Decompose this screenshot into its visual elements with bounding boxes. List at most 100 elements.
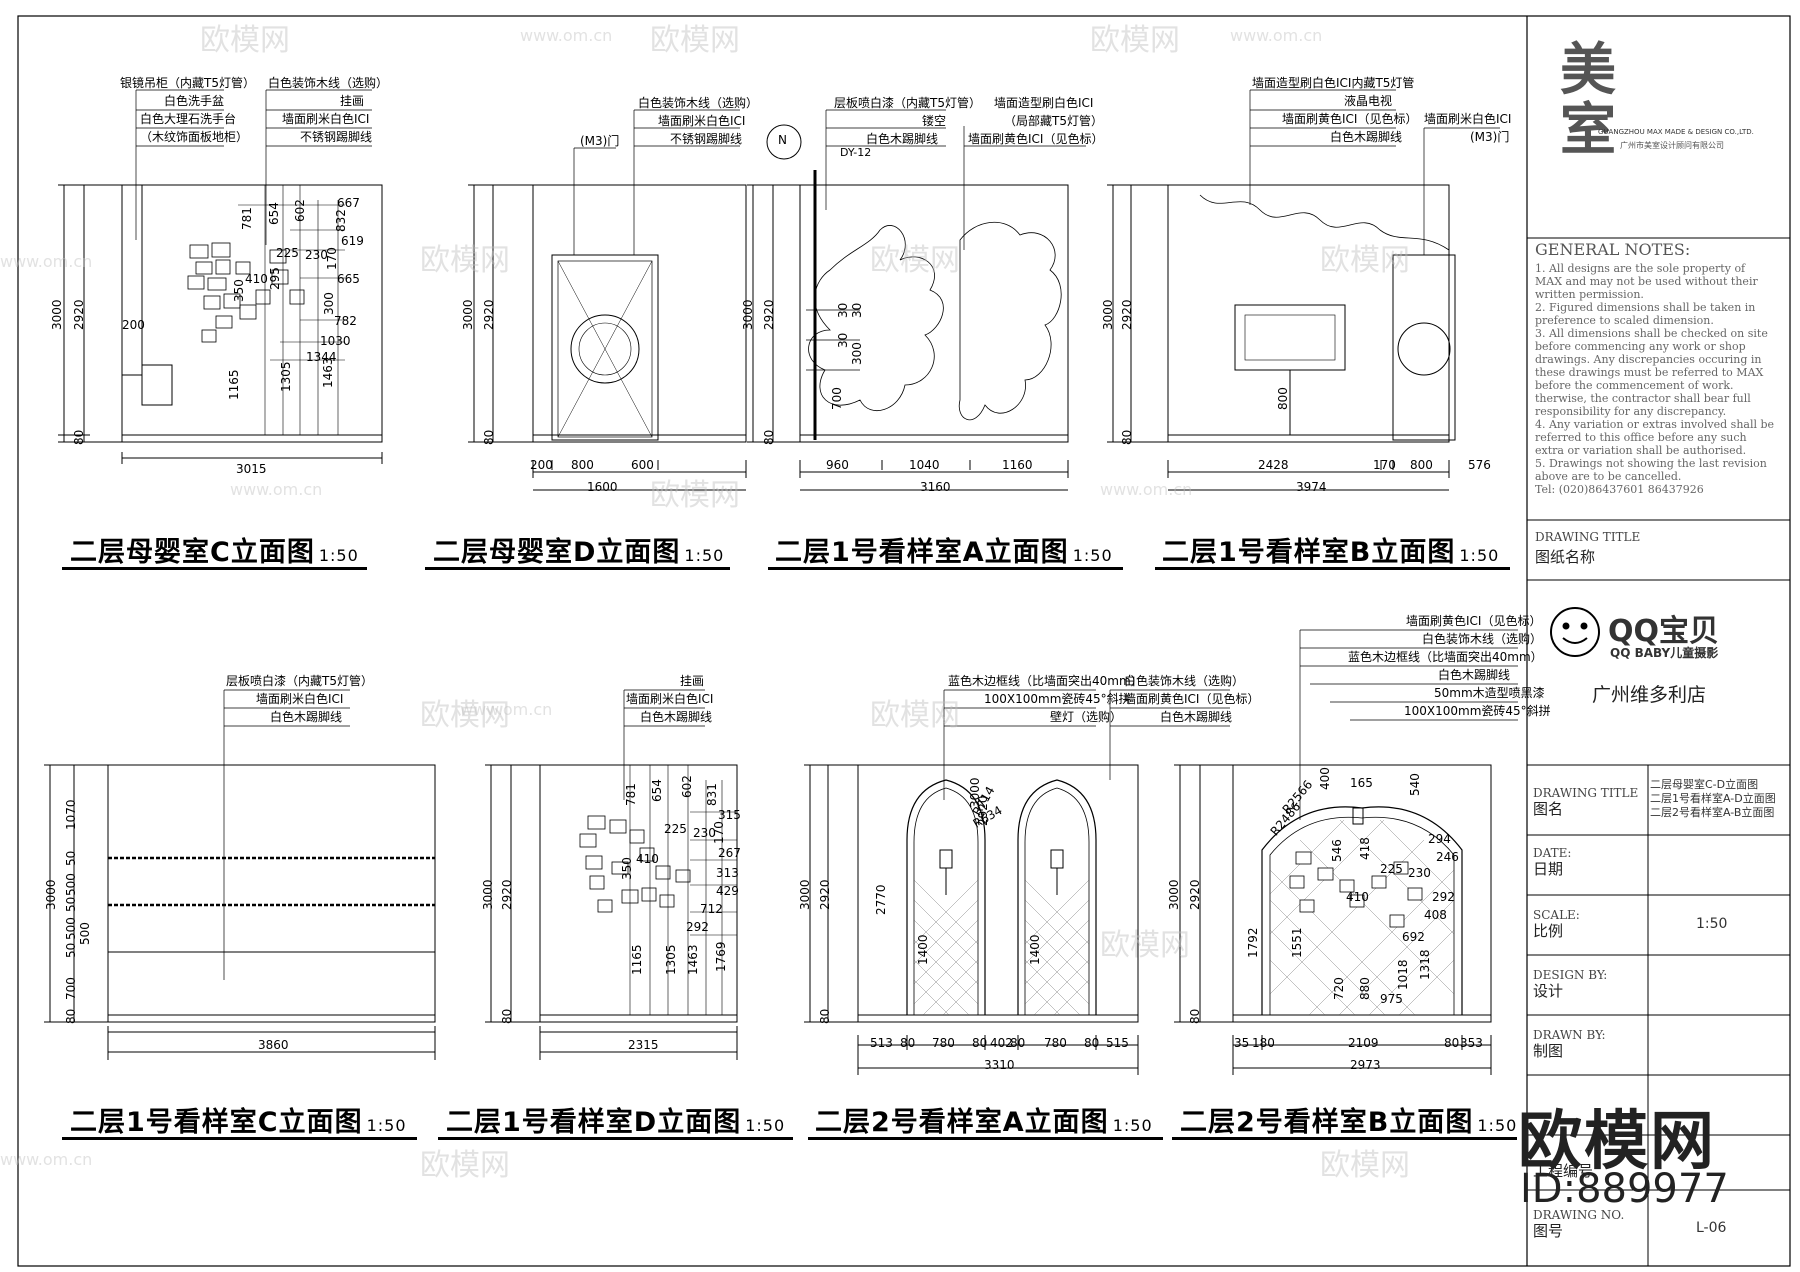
dimension: 540: [1408, 773, 1422, 796]
dimension: 619: [341, 234, 364, 248]
dimension: 30: [850, 302, 864, 318]
dimension: 2920: [818, 879, 832, 910]
dimension: 1600: [587, 480, 618, 494]
dimension: 295: [268, 267, 282, 290]
annotation: 壁灯（选购）: [1050, 710, 1123, 724]
note: 5. Drawings not showing the last revisio…: [1535, 457, 1767, 483]
dimension: 1305: [279, 361, 293, 392]
dimension: 200: [530, 458, 553, 472]
dimension: 1018: [1396, 959, 1410, 990]
dimension: 80: [1188, 1008, 1202, 1024]
watermark-url: www.om.cn: [230, 480, 323, 499]
annotation: 白色木踢脚线: [1160, 710, 1233, 724]
dimension: 782: [334, 314, 357, 328]
watermark: 欧模网: [650, 478, 740, 513]
dimension: 700: [64, 977, 78, 1000]
dimension: 654: [650, 779, 664, 802]
title-underline: [1155, 567, 1510, 570]
dimension: 300: [322, 292, 336, 315]
title-underline: [62, 567, 367, 570]
row-label: DESIGN BY:: [1533, 968, 1608, 982]
annotation: 白色装饰木线（选购）: [1124, 674, 1245, 688]
dimension: 1070: [64, 799, 78, 830]
dimension: 3000: [741, 299, 755, 330]
dimension: 2973: [1350, 1058, 1381, 1072]
dimension: 400: [1318, 767, 1332, 790]
dimension: 80: [972, 1036, 988, 1050]
dimension: 1400: [916, 934, 930, 965]
dimension: 500: [64, 917, 78, 940]
watermark-brand-large: 欧模网: [1518, 1105, 1716, 1179]
dimension: 513: [870, 1036, 893, 1050]
row-label-cn: 比例: [1533, 922, 1564, 940]
dimension: 292: [1432, 890, 1455, 904]
dimension: 3000: [1101, 299, 1115, 330]
annotation: 墙面刷黄色ICI（见色标）: [1282, 112, 1418, 126]
dimension: 267: [718, 846, 741, 860]
client-logo: QQ宝贝: [1608, 614, 1720, 649]
dimension: 1160: [1002, 458, 1033, 472]
row-label: DRAWING NO.: [1533, 1208, 1625, 1222]
annotation: 白色木踢脚线: [270, 710, 343, 724]
dimension: 80: [64, 1008, 78, 1024]
dimension: 1165: [630, 944, 644, 975]
row-label: SCALE:: [1533, 908, 1580, 922]
drawing-name-line: 二层2号看样室A-B立面图: [1650, 806, 1775, 819]
row-label-cn: 制图: [1533, 1042, 1564, 1060]
dimension: 500: [78, 922, 92, 945]
annotation: DY-12: [840, 146, 872, 159]
drawing-name-line: 二层1号看样室A-D立面图: [1650, 792, 1776, 805]
dimension: 402: [990, 1036, 1013, 1050]
annotation: 墙面刷米白色ICI: [282, 112, 370, 126]
dimension: 3000: [461, 299, 475, 330]
dimension: 80: [72, 429, 86, 445]
dimension: 230: [305, 248, 328, 262]
drawing-name-value: 二层母婴室C-D立面图 二层1号看样室A-D立面图 二层2号看样室A-B立面图: [1650, 778, 1776, 820]
watermark: 欧模网: [420, 1148, 510, 1183]
dimension: 300: [850, 342, 864, 365]
watermark-url: www.om.cn: [520, 26, 613, 45]
dimension: 3000: [798, 879, 812, 910]
dimension: 50: [64, 850, 78, 866]
row-label-cn: 图号: [1533, 1222, 1564, 1240]
annotation: N: [778, 133, 787, 147]
annotation: 挂画: [340, 94, 365, 108]
annotation: 不锈钢踢脚线: [300, 130, 373, 144]
dimension: 602: [293, 199, 307, 222]
note: 2. Figured dimensions shall be taken in …: [1535, 301, 1756, 327]
dimension: 832: [334, 209, 348, 232]
annotation: 白色木踢脚线: [1438, 668, 1511, 682]
watermark: 欧模网: [200, 23, 290, 58]
dimension: 2920: [72, 299, 86, 330]
dimension: 80: [1120, 429, 1134, 445]
dimension: 3000: [44, 879, 58, 910]
title-underline: [1172, 1137, 1517, 1140]
client-logo-sub: QQ BABY儿童摄影: [1610, 646, 1719, 660]
dimension: 2770: [874, 884, 888, 915]
annotation: 50mm木造型喷黑漆: [1434, 686, 1545, 700]
dimension: 313: [716, 866, 739, 880]
watermark-url: www.om.cn: [0, 1150, 93, 1169]
annotation: 墙面造型刷白色ICI: [994, 96, 1094, 110]
dimension: 410: [1346, 890, 1369, 904]
dimension: 80: [500, 1008, 514, 1024]
general-notes: 1. All designs are the sole property of …: [1535, 262, 1775, 496]
watermark: 欧模网: [420, 243, 510, 278]
watermark: 欧模网: [870, 243, 960, 278]
dimension: 975: [1380, 992, 1403, 1006]
dimension: 2920: [500, 879, 514, 910]
annotation: 白色装饰木线（选购）: [268, 76, 389, 90]
dimension: 3000: [50, 299, 64, 330]
notes-heading: GENERAL NOTES:: [1535, 240, 1691, 259]
dimension: 30: [836, 332, 850, 348]
company-logo: 美 室: [1560, 37, 1616, 163]
view-3-linework: [747, 109, 1086, 491]
dimension: 50: [64, 942, 78, 958]
dimension: 1040: [909, 458, 940, 472]
dimension: 665: [337, 272, 360, 286]
annotation: 墙面刷米白色ICI: [626, 692, 714, 706]
note: Tel: (020)86437601 86437926: [1535, 483, 1704, 496]
dimension: 1400: [1028, 934, 1042, 965]
